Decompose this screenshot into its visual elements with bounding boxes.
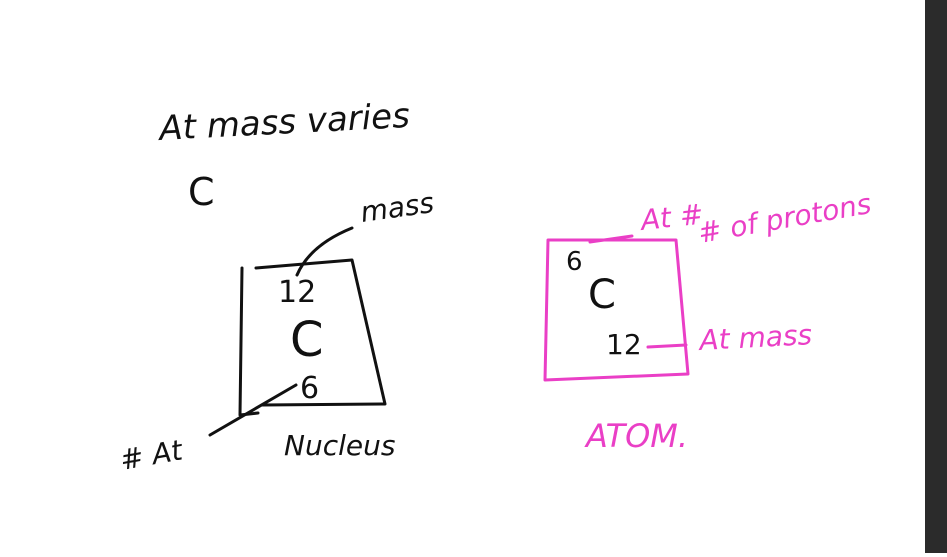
atomic-pointer-line (208, 383, 298, 437)
right-atomic-label-line2: # of protons (695, 187, 873, 250)
right-symbol: C (588, 272, 616, 318)
left-mass-label: mass (358, 186, 435, 229)
right-mass-number: 12 (606, 328, 642, 361)
left-atomic-label: # At (117, 433, 185, 477)
heading-text: At mass varies (156, 96, 410, 149)
left-symbol: C (290, 312, 324, 368)
right-atomic-number: 6 (566, 247, 583, 277)
atom-label: ATOM. (584, 417, 688, 455)
right-mass-label: At mass (697, 318, 813, 357)
whiteboard-canvas[interactable]: At mass varies C 12 C 6 mass # At Nucleu… (0, 0, 925, 553)
element-symbol: C (188, 170, 215, 214)
mass-pointer-line (295, 226, 354, 277)
handwriting-layer: At mass varies C 12 C 6 mass # At Nucleu… (117, 96, 873, 477)
atom-box-outline (543, 238, 690, 382)
vertical-scrollbar[interactable] (925, 0, 947, 553)
left-mass-number: 12 (278, 275, 316, 310)
at-mass-pointer (646, 343, 688, 349)
right-atomic-label-line1: At # (637, 198, 705, 238)
left-atomic-number: 6 (300, 371, 319, 406)
nucleus-label: Nucleus (284, 429, 395, 462)
at-number-pointer (588, 234, 634, 244)
